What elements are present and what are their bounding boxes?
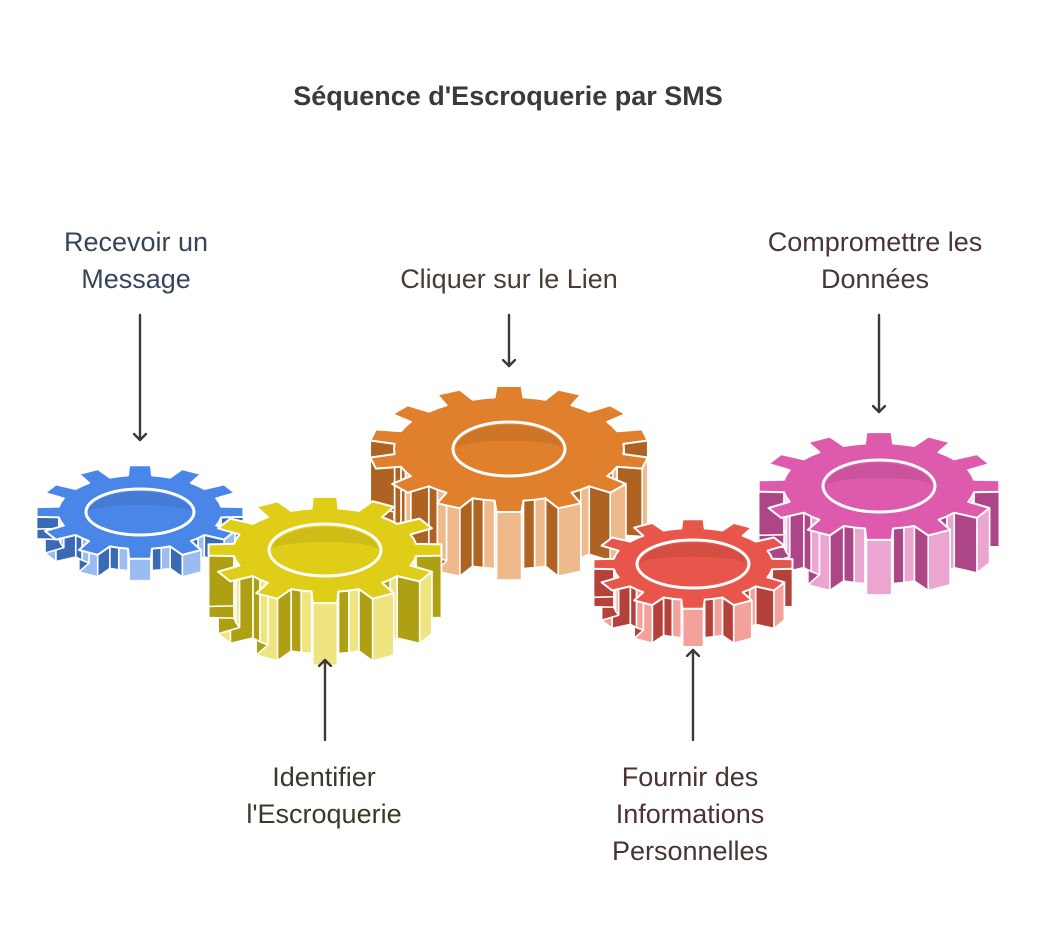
step-label-receive: Recevoir un Message xyxy=(36,224,236,298)
step-label-compromise-line-1: Compromettre les xyxy=(767,227,983,257)
gear-click-side xyxy=(459,497,474,578)
gear-compromise-side xyxy=(927,529,951,592)
gear-click-side xyxy=(557,502,582,578)
gear-receive-side xyxy=(117,546,129,572)
gear-click-side xyxy=(471,497,485,569)
gear-receive-side xyxy=(128,557,152,582)
gear-identify xyxy=(207,495,443,666)
gear-identify-side xyxy=(337,589,350,655)
gear-click-side xyxy=(588,485,611,562)
gear-provide-side xyxy=(629,585,638,629)
gear-provide-side xyxy=(703,597,715,639)
gear-receive-hole-inner xyxy=(89,492,191,512)
gear-compromise-side xyxy=(903,525,916,584)
step-label-receive-line-1: Recevoir un xyxy=(63,227,209,257)
step-label-provide-line-2: Informations xyxy=(615,799,765,829)
step-label-compromise-line-2: Données xyxy=(820,264,930,294)
step-label-provide-line-1: Fournir des xyxy=(621,762,759,792)
gear-receive-side xyxy=(109,545,120,571)
gear-compromise-side xyxy=(953,511,978,574)
step-label-provide-line-3: Personnelles xyxy=(611,836,769,866)
gear-provide-side xyxy=(662,596,674,638)
gear-compromise-side xyxy=(892,526,905,585)
gear-identify-side xyxy=(358,588,374,662)
gear-identify-side xyxy=(418,570,433,645)
gear-click-side xyxy=(533,497,547,569)
gear-compromise-side xyxy=(913,525,930,592)
gear-click-side xyxy=(522,498,536,570)
step-label-receive-line-2: Message xyxy=(81,264,191,294)
gear-identify-side xyxy=(396,575,421,645)
step-label-click: Cliquer sur le Lien xyxy=(359,261,659,298)
gear-provide-side xyxy=(732,599,753,644)
gear-compromise-hole-inner xyxy=(826,463,932,486)
step-label-provide: Fournir des Informations Personnelles xyxy=(570,759,810,870)
gear-receive-side xyxy=(151,546,163,572)
diagram-title: Séquence d'Escroquerie par SMS xyxy=(293,81,723,111)
gear-identify-side xyxy=(371,592,395,662)
gear-identify-hole-inner xyxy=(272,527,378,550)
gear-compromise-side xyxy=(802,511,812,573)
gear-identify-side xyxy=(276,588,292,662)
step-label-compromise: Compromettre les Données xyxy=(735,224,1015,298)
gear-identify-side xyxy=(300,589,313,655)
gear-compromise-side xyxy=(853,526,866,585)
step-label-identify: Identifier l'Escroquerie xyxy=(214,759,434,833)
gear-compromise-side xyxy=(865,539,893,596)
gear-compromise xyxy=(757,431,1001,596)
step-label-identify-line-1: Identifier xyxy=(272,762,376,792)
gear-click-hole-inner xyxy=(456,425,562,449)
gear-identify-side xyxy=(348,588,360,654)
gear-click-side xyxy=(495,511,523,581)
step-label-identify-line-2: l'Escroquerie xyxy=(246,799,402,829)
gear-compromise-side xyxy=(976,507,991,574)
gear-provide-side xyxy=(671,597,683,639)
gear-receive-side xyxy=(160,545,171,571)
step-label-click-line-1: Cliquer sur le Lien xyxy=(400,264,618,294)
gear-provide-hole-inner xyxy=(640,543,746,564)
gear-identify-side xyxy=(290,588,302,654)
gear-click-side xyxy=(482,498,496,570)
gear-click-side xyxy=(544,497,559,578)
gear-click-side xyxy=(579,485,591,559)
gear-provide xyxy=(592,518,794,648)
gear-compromise-side xyxy=(842,525,855,584)
gear-identify-side xyxy=(252,575,261,643)
gear-provide-side xyxy=(681,607,705,648)
gear-provide-side xyxy=(754,585,775,630)
gear-provide-side xyxy=(712,596,724,638)
gear-identify-side xyxy=(311,602,339,666)
gear-compromise-side xyxy=(828,525,845,592)
